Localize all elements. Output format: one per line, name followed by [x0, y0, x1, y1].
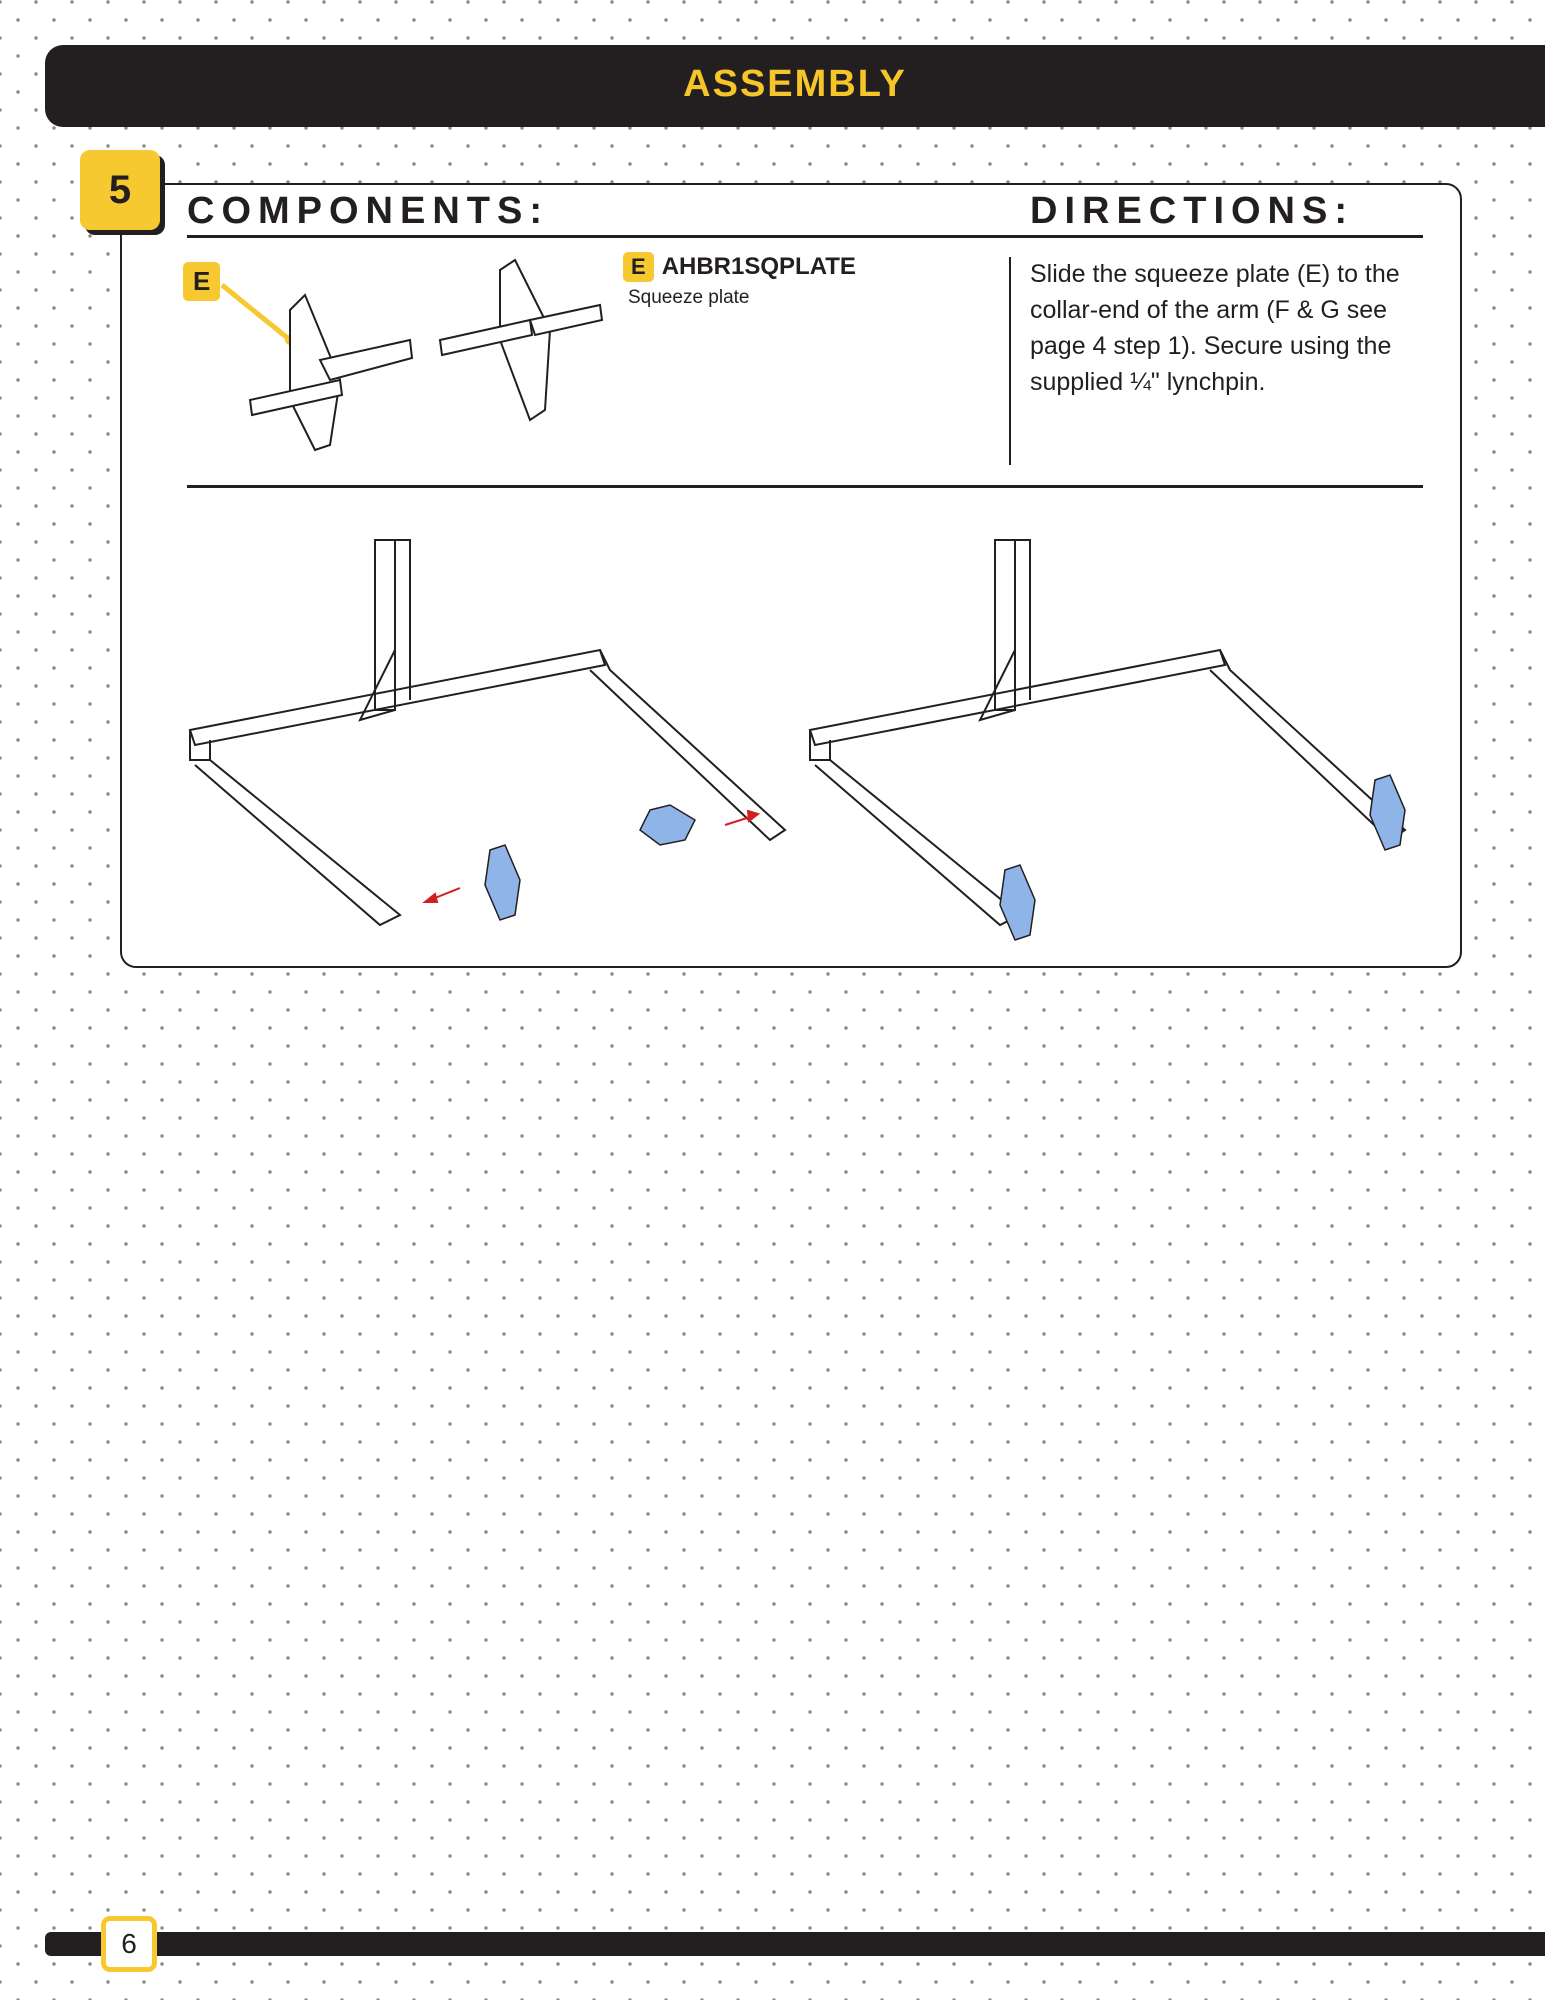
step-panel	[120, 183, 1462, 968]
footer-bar	[45, 1932, 1545, 1956]
squeeze-plate-installed-right	[1369, 774, 1406, 851]
frame-before	[188, 539, 787, 927]
heading-rule	[187, 235, 1423, 238]
part-name: Squeeze plate	[628, 287, 750, 308]
callout-label: E	[183, 262, 221, 301]
part-code: AHBR1SQPLATE	[661, 253, 856, 280]
step-number-badge: 5	[80, 150, 160, 230]
section-title: ASSEMBLY	[683, 63, 907, 105]
directions-heading: DIRECTIONS:	[1030, 190, 1354, 232]
squeeze-plate-right	[639, 804, 696, 846]
part-tag: E	[623, 252, 654, 282]
part-item: E AHBR1SQPLATE	[623, 252, 856, 282]
squeeze-plate-left	[484, 844, 521, 921]
section-rule	[187, 485, 1423, 488]
squeeze-plate-installed-left	[999, 864, 1036, 941]
frame-after	[808, 539, 1407, 927]
assembly-illustration	[188, 539, 1407, 941]
section-header: ASSEMBLY	[45, 45, 1545, 127]
directions-text: Slide the squeeze plate (E) to the colla…	[1030, 260, 1400, 396]
page-number: 6	[101, 1916, 157, 1972]
squeeze-plate-illustration	[220, 258, 604, 452]
column-divider	[1009, 257, 1011, 465]
components-heading: COMPONENTS:	[187, 190, 549, 232]
